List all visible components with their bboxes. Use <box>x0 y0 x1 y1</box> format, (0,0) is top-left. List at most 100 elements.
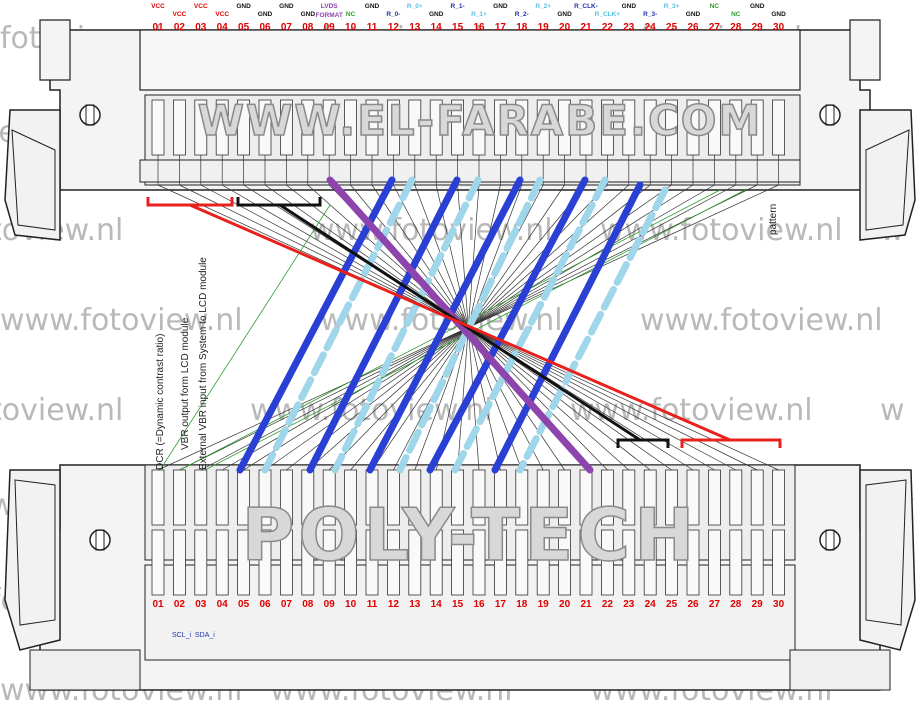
bottom-pin-lower <box>279 529 293 596</box>
top-signal-label: VCC <box>173 11 187 18</box>
bottom-pin-lower <box>451 529 465 596</box>
top-signal-label: R_1- <box>451 3 465 10</box>
top-pin-number: 24 <box>645 22 657 33</box>
top-signal-label: R_CLK+ <box>595 11 621 18</box>
bottom-pin-number: 28 <box>730 599 742 610</box>
bottom-pin-number: 23 <box>623 599 635 610</box>
green-nc-wire <box>179 189 721 471</box>
bottom-pin <box>215 469 229 526</box>
bottom-pin-number: 18 <box>516 599 528 610</box>
bottom-pin-number: 20 <box>559 599 571 610</box>
bottom-pin-number: 03 <box>195 599 207 610</box>
bottom-pin-lower <box>258 529 272 596</box>
top-signal-label: R_2- <box>515 11 529 18</box>
top-signal-label: GND <box>750 3 765 10</box>
top-pin-row <box>151 99 785 185</box>
bottom-pin-row <box>151 469 785 596</box>
bottom-pin <box>194 469 208 526</box>
bottom-pin-number: 24 <box>645 599 657 610</box>
bottom-pin-lower <box>772 529 785 596</box>
top-signal-label: GND <box>493 3 508 10</box>
bottom-pin-lower <box>558 529 571 596</box>
bottom-pin-lower <box>601 529 614 596</box>
bottom-pin-lower <box>515 529 529 596</box>
bottom-pin-number: 26 <box>687 599 699 610</box>
top-pin-number: 03 <box>195 22 207 33</box>
bottom-pin-number: 29 <box>752 599 764 610</box>
bottom-pin-lower <box>643 529 657 596</box>
vcc-bracket-bottom <box>680 438 782 448</box>
bottom-pin-number: 05 <box>238 599 250 610</box>
green-nc-wire <box>159 204 331 471</box>
top-pin-number: 09 <box>324 22 336 33</box>
top-signal-label: R_3+ <box>664 3 680 10</box>
top-pin-number: 29 <box>752 22 764 33</box>
top-pin-number: 23 <box>623 22 635 33</box>
top-signal-label: GND <box>365 3 380 10</box>
top-pin-number: 07 <box>281 22 293 33</box>
bottom-pin <box>750 469 764 526</box>
top-pin-number: 10 <box>345 22 357 33</box>
sda-note: SDA_i <box>195 632 215 639</box>
bottom-pin-number: 27 <box>709 599 721 610</box>
top-pin-number: 16 <box>473 22 485 33</box>
top-pin <box>172 99 186 156</box>
top-pin-number: 18 <box>516 22 528 33</box>
top-signal-label: NC <box>710 3 720 10</box>
bottom-pin-lower <box>172 529 186 596</box>
top-signal-label: GND <box>258 11 273 18</box>
top-pin <box>151 99 165 156</box>
blue-lvds-minus-wire <box>491 181 644 474</box>
top-signal-label: GND <box>557 11 572 18</box>
bottom-pin-lower <box>344 529 358 596</box>
bottom-pin-lower <box>708 529 721 596</box>
wiring-layer <box>146 176 782 474</box>
top-pin-number: 14 <box>431 22 443 33</box>
bottom-pin-number: 09 <box>324 599 336 610</box>
top-signal-label: GND <box>686 11 701 18</box>
bottom-pin-number: 08 <box>302 599 314 610</box>
watermark-text: www.fotoview.nl <box>640 303 883 338</box>
bottom-pin-lower <box>301 529 315 596</box>
top-pin-number: 19 <box>538 22 550 33</box>
bottom-pin-lower <box>322 529 336 596</box>
blue-lvds-minus-wire <box>236 176 396 474</box>
pattern-note: pattern <box>768 204 779 235</box>
top-pin-number: 25 <box>666 22 678 33</box>
bottom-pin-lower <box>579 529 593 596</box>
top-pin-number: 12 <box>388 22 400 33</box>
top-signal-label: GND <box>301 11 316 18</box>
bottom-pin-lower <box>365 529 379 596</box>
top-logo: WWW.EL-FARABE.COM <box>198 96 763 145</box>
bottom-pin-lower <box>729 529 743 596</box>
bottom-pin-lower <box>215 529 229 596</box>
scl-note: SCL_i <box>172 632 192 639</box>
bottom-pin-number: 17 <box>495 599 507 610</box>
top-signal-label: GND <box>279 3 294 10</box>
bottom-pin-number: 13 <box>409 599 421 610</box>
top-signal-label: NC <box>346 11 356 18</box>
top-pin-number: 11 <box>367 22 378 33</box>
purple-lvds-format-wire <box>326 176 594 474</box>
bottom-pin-number: 15 <box>452 599 464 610</box>
bottom-pin-number: 25 <box>666 599 678 610</box>
vcc-bracket-top <box>146 197 234 207</box>
top-pin-number: 17 <box>495 22 507 33</box>
top-pin-number: 21 <box>580 22 592 33</box>
bottom-pin-number: 06 <box>259 599 271 610</box>
bottom-pin-number: 16 <box>473 599 485 610</box>
bottom-pin-lower <box>665 529 678 596</box>
bottom-pin-number: 21 <box>580 599 592 610</box>
top-pin-number: 05 <box>238 22 250 33</box>
top-pin-number: 08 <box>302 22 314 33</box>
bottom-pin-lower <box>686 529 700 596</box>
top-pin-number: 15 <box>452 22 464 33</box>
vbr-input-note: External VBR input from System to LCD mo… <box>198 257 209 470</box>
bottom-pin-number: 22 <box>602 599 614 610</box>
top-signal-label: R_1+ <box>471 11 487 18</box>
bottom-pin-lower <box>194 529 208 596</box>
top-signal-label: GND <box>429 11 444 18</box>
